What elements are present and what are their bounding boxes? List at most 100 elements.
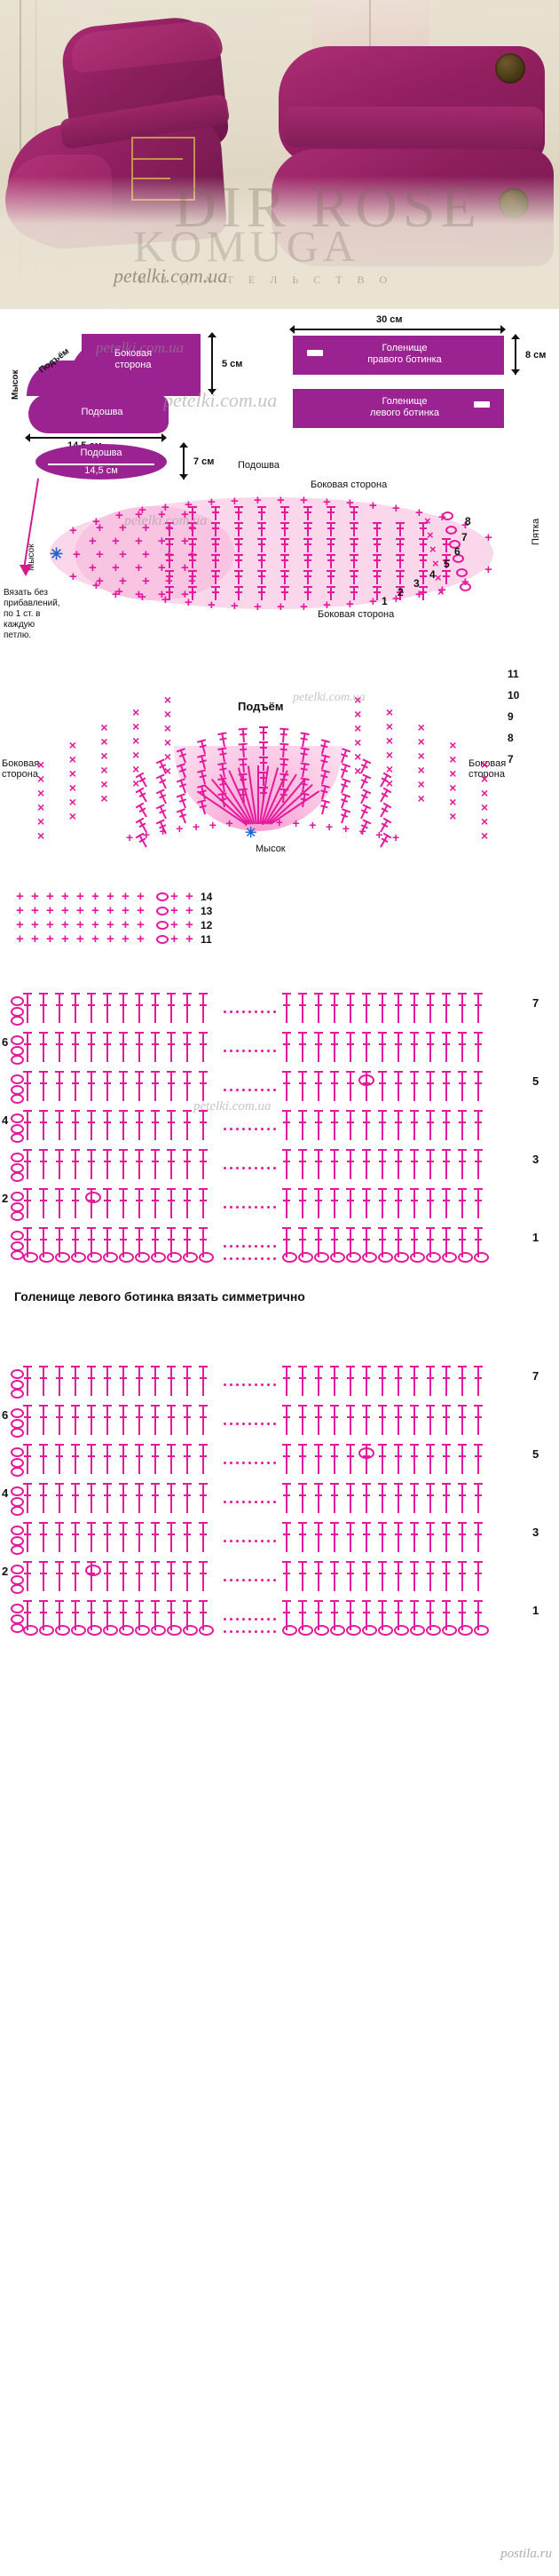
single-crochet-symbol: + <box>208 597 216 613</box>
double-crochet-symbol <box>199 1444 208 1474</box>
repeat-dots <box>242 1128 245 1130</box>
single-crochet-symbol: + <box>225 815 233 830</box>
chain-stitch-symbol <box>445 526 457 535</box>
double-crochet-symbol <box>410 1405 419 1435</box>
side-instep-piece <box>27 334 204 396</box>
chain-stitch-symbol <box>346 1252 361 1263</box>
repeat-dots <box>273 1423 276 1425</box>
repeat-dots <box>267 1050 270 1052</box>
double-crochet-symbol <box>410 1032 419 1062</box>
double-crochet-symbol <box>119 1600 128 1630</box>
double-crochet-symbol <box>167 1188 176 1218</box>
double-crochet-symbol <box>346 1188 355 1218</box>
single-crochet-symbol: + <box>16 917 24 932</box>
double-crochet-symbol <box>346 1444 355 1474</box>
double-crochet-symbol <box>211 506 220 520</box>
double-crochet-symbol <box>362 1522 371 1552</box>
repeat-dots <box>224 1206 226 1209</box>
repeat-dots <box>236 1245 239 1248</box>
double-crochet-symbol <box>373 554 382 568</box>
double-crochet-symbol <box>346 1405 355 1435</box>
double-crochet-symbol <box>410 1110 419 1140</box>
chain-stitch-symbol <box>156 921 169 930</box>
double-crochet-symbol <box>211 554 220 568</box>
double-crochet-symbol <box>165 554 174 568</box>
single-crochet-symbol: + <box>76 917 84 932</box>
chain-stitch-symbol <box>442 511 453 520</box>
double-crochet-symbol <box>378 993 387 1023</box>
single-crochet-symbol: + <box>31 889 39 904</box>
double-crochet-symbol <box>442 1561 451 1591</box>
double-crochet-symbol <box>23 1032 32 1062</box>
double-crochet-symbol <box>71 1561 80 1591</box>
repeat-dots <box>248 1579 251 1581</box>
double-crochet-symbol <box>346 1600 355 1630</box>
chain-stitch-symbol <box>330 1625 345 1636</box>
double-crochet-symbol <box>394 1032 403 1062</box>
double-crochet-symbol <box>362 1483 371 1513</box>
double-crochet-symbol <box>394 1110 403 1140</box>
repeat-dots <box>261 1089 264 1091</box>
single-crochet-symbol: + <box>112 534 120 549</box>
row-number: 7 <box>508 753 514 765</box>
double-crochet-symbol <box>442 1071 451 1101</box>
single-crochet-symbol: + <box>91 903 99 918</box>
double-crochet-symbol <box>426 993 435 1023</box>
single-crochet-symbol: + <box>159 824 167 839</box>
double-crochet-symbol <box>23 993 32 1023</box>
double-crochet-symbol <box>199 1561 208 1591</box>
single-crochet-symbol: + <box>76 931 84 947</box>
chain-stitch-symbol <box>119 1252 134 1263</box>
double-crochet-symbol <box>327 586 335 600</box>
chain-stitch-symbol <box>156 935 169 944</box>
chain-stitch-symbol <box>298 1252 313 1263</box>
double-crochet-symbol <box>87 1600 96 1630</box>
double-crochet-symbol <box>458 1483 467 1513</box>
single-crochet-x-symbol: × <box>427 528 434 542</box>
single-crochet-symbol: + <box>115 507 123 523</box>
double-crochet-symbol <box>298 1071 307 1101</box>
repeat-dots <box>230 1089 232 1091</box>
row-number: 6 <box>2 1035 9 1049</box>
double-crochet-symbol <box>135 1032 144 1062</box>
single-crochet-symbol: + <box>375 827 383 842</box>
repeat-dots <box>224 1050 226 1052</box>
single-crochet-x-symbol: × <box>68 780 76 795</box>
double-crochet-symbol <box>135 1110 144 1140</box>
double-crochet-symbol <box>39 1561 48 1591</box>
double-crochet-symbol <box>426 1188 435 1218</box>
repeat-dots <box>255 1462 257 1464</box>
chain-stitch-symbol <box>453 554 464 563</box>
double-crochet-symbol <box>55 1483 64 1513</box>
chain-stitch-symbol <box>11 1231 24 1240</box>
single-crochet-symbol: + <box>122 917 130 932</box>
double-crochet-symbol <box>314 993 323 1023</box>
double-crochet-symbol <box>259 741 268 756</box>
double-crochet-symbol <box>378 1600 387 1630</box>
double-crochet-symbol <box>442 993 451 1023</box>
chain-stitch-symbol <box>11 1486 24 1496</box>
repeat-dots <box>255 1050 257 1052</box>
single-crochet-x-symbol: × <box>437 585 445 598</box>
double-crochet-symbol <box>167 1227 176 1257</box>
double-crochet-symbol <box>55 993 64 1023</box>
chain-stitch-symbol <box>11 1035 24 1045</box>
double-crochet-symbol <box>362 1600 371 1630</box>
double-crochet-symbol <box>346 1071 355 1101</box>
single-crochet-x-symbol: × <box>132 733 140 749</box>
single-crochet-x-symbol: × <box>417 763 425 778</box>
repeat-dots <box>248 1128 251 1130</box>
double-crochet-symbol <box>410 1444 419 1474</box>
single-crochet-symbol: + <box>137 903 145 918</box>
chain-stitch-symbol <box>151 1252 166 1263</box>
single-crochet-symbol: + <box>119 547 127 562</box>
double-crochet-symbol <box>378 1366 387 1396</box>
single-crochet-x-symbol: × <box>37 786 45 800</box>
double-crochet-symbol <box>346 1110 355 1140</box>
double-crochet-symbol <box>426 1110 435 1140</box>
double-crochet-symbol <box>167 1444 176 1474</box>
chain-stitch-symbol <box>282 1625 297 1636</box>
pattern-pieces-schema: Подъём Мысок Боковая сторона 5 см Подошв… <box>0 313 559 480</box>
double-crochet-symbol <box>303 554 312 568</box>
double-crochet-symbol <box>176 793 190 809</box>
